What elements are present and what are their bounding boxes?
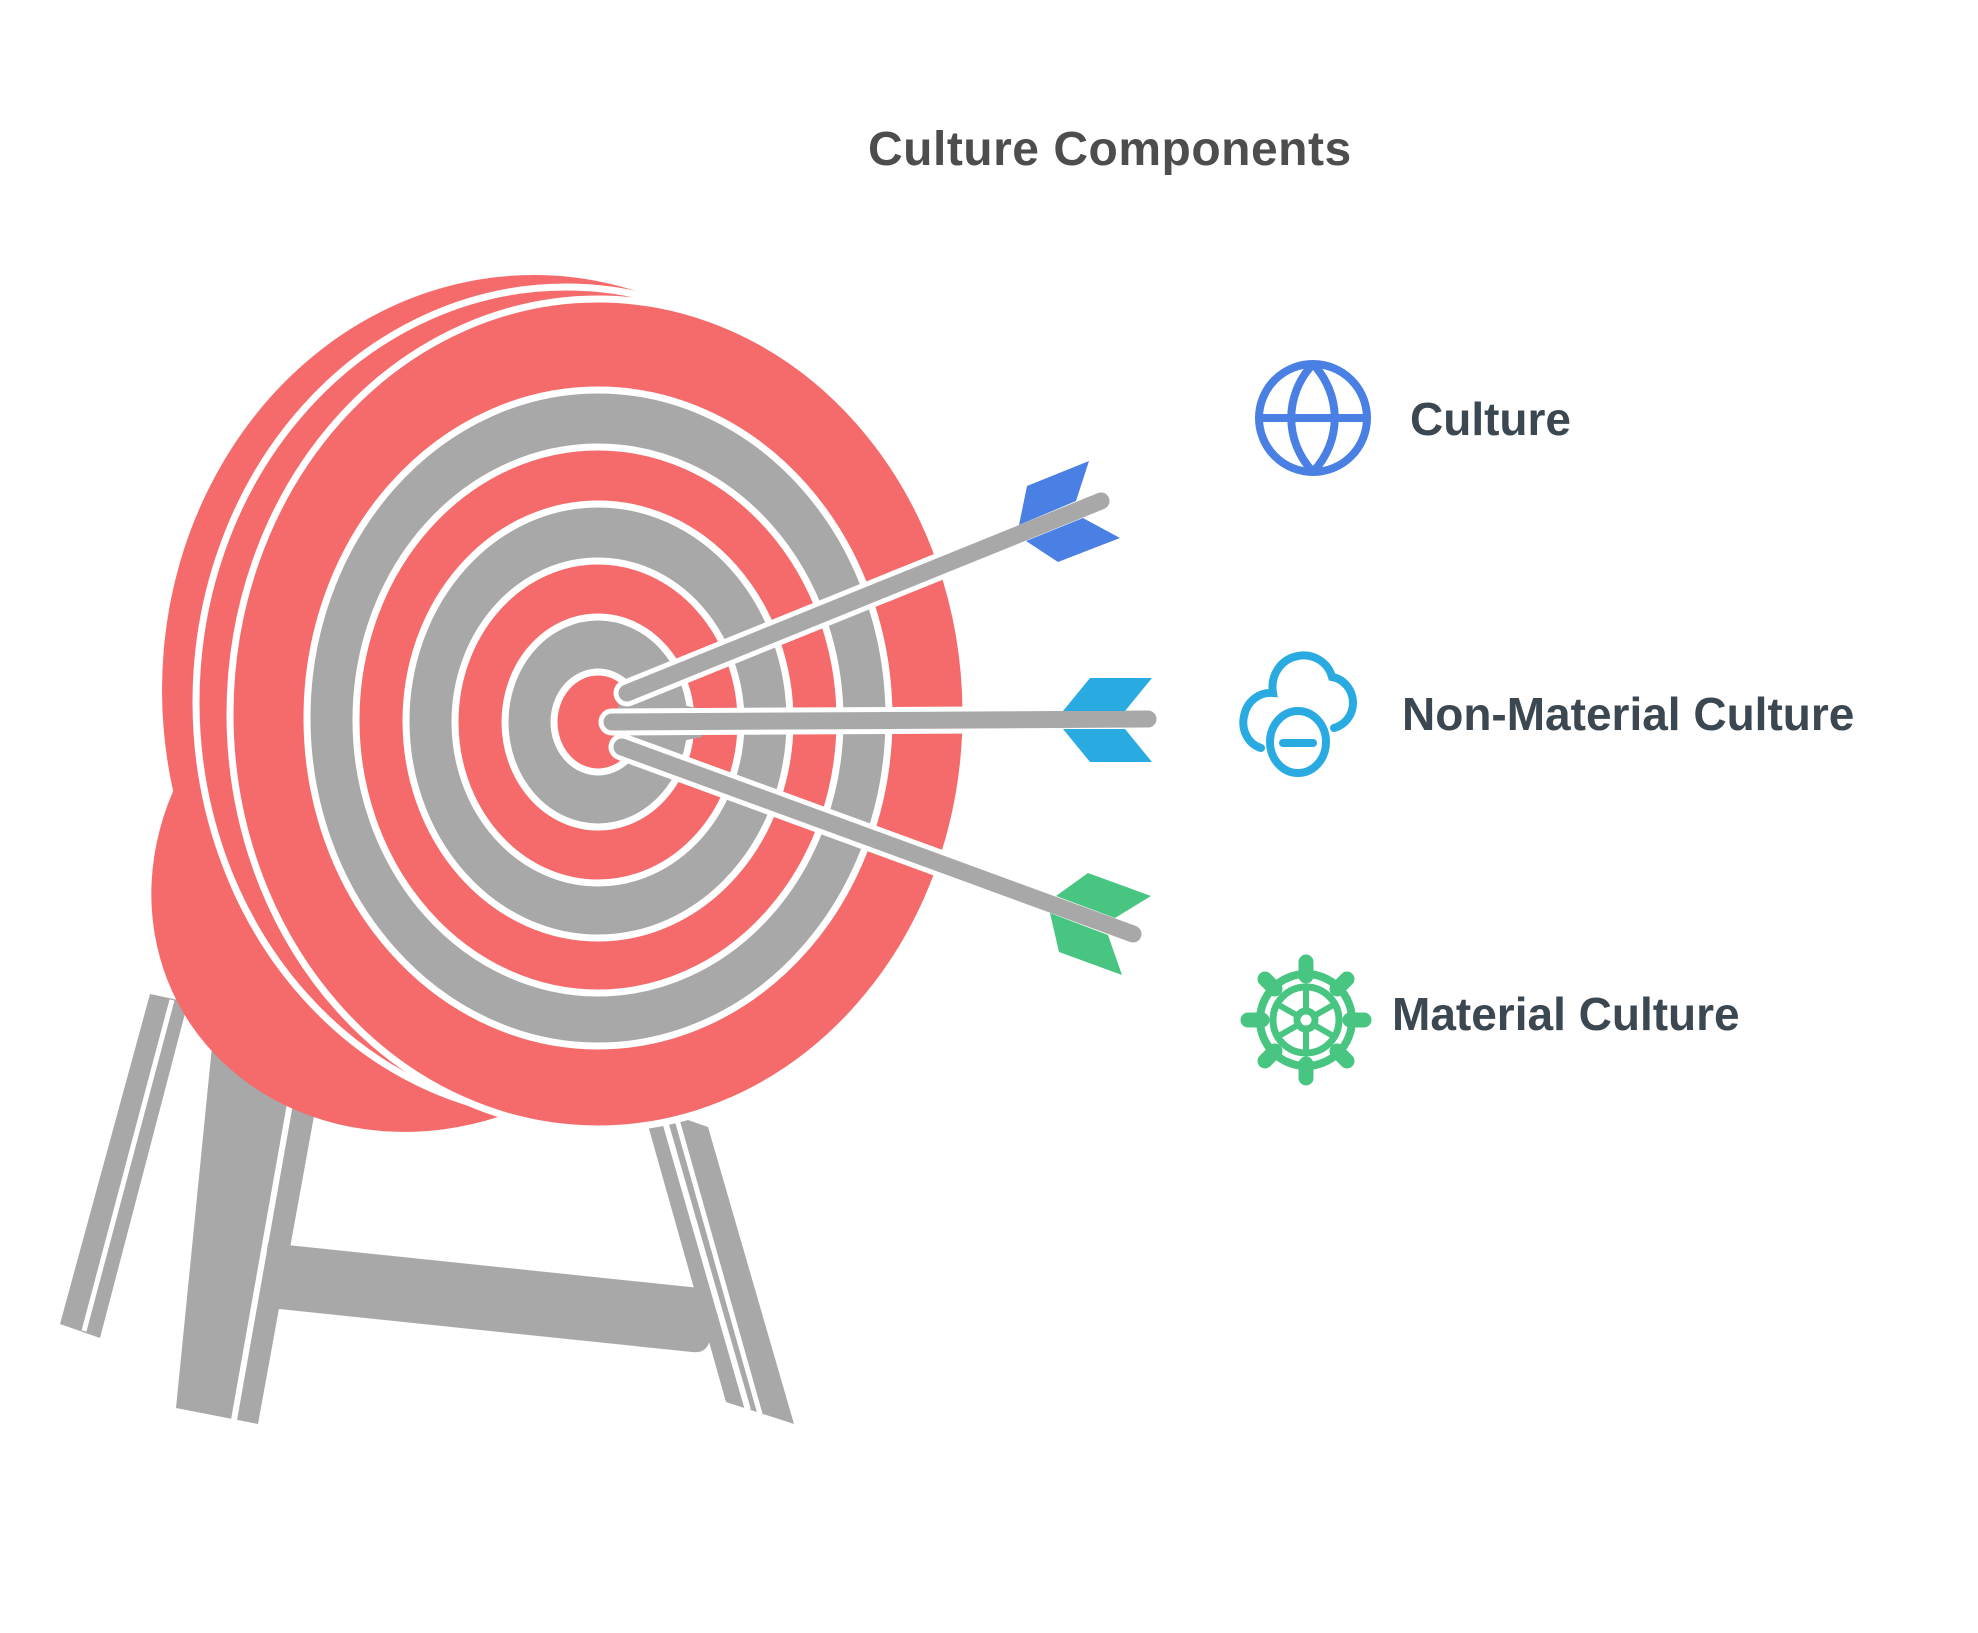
arrow-fletching-lower: [1026, 518, 1120, 562]
arrow-fletching-upper: [1063, 678, 1152, 711]
legend-label-non-material-culture: Non-Material Culture: [1402, 688, 1855, 740]
stand-leg-right-seams: [659, 1110, 763, 1415]
legend-label-material-culture: Material Culture: [1392, 988, 1740, 1040]
globe-icon: [1255, 360, 1371, 476]
arrow-shaft: [618, 492, 1110, 702]
arrow-shaft: [603, 710, 1157, 731]
arrows: [598, 461, 1162, 975]
target-stand: [60, 986, 794, 1424]
arrow-non-material-culture: [598, 678, 1162, 762]
arrow-fletching-upper: [1019, 461, 1089, 525]
arrow-fletching-lower: [1063, 729, 1152, 762]
stand-leg-far-left: [60, 994, 188, 1338]
arrow-culture: [613, 461, 1120, 707]
cloud-minus-icon: [1239, 651, 1358, 777]
page-title: Culture Components: [868, 123, 1352, 176]
arrow-fletching-upper: [1056, 873, 1151, 918]
arrow-fletching-lower: [1050, 913, 1122, 975]
gear-icon: [1240, 954, 1372, 1086]
arrow-material-culture: [608, 733, 1151, 975]
stand-crossbar: [260, 1243, 715, 1353]
archery-target: [151, 275, 970, 1133]
arrow-shaft: [613, 738, 1142, 943]
legend-label-culture: Culture: [1410, 393, 1571, 445]
